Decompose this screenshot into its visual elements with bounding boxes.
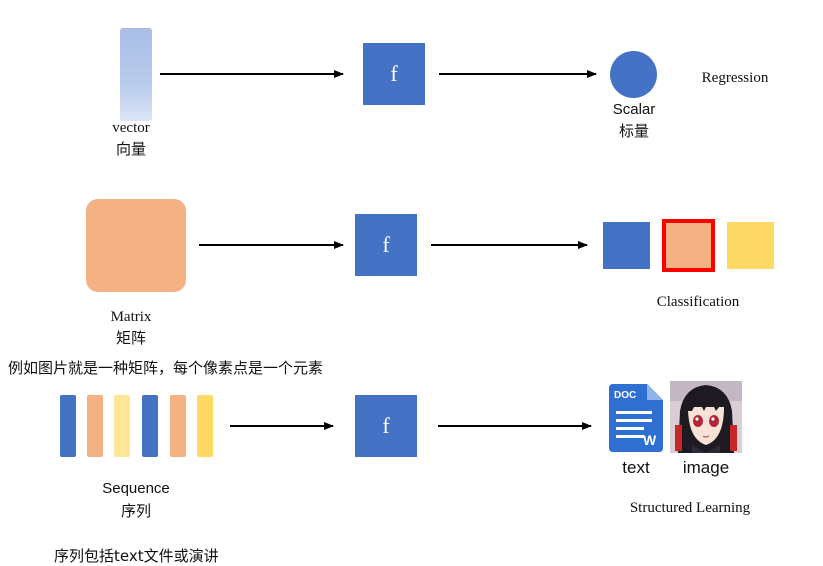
function-label: f xyxy=(390,61,398,86)
classification-label: Classification xyxy=(656,294,740,310)
scalar-label-cn: 标量 xyxy=(618,122,649,140)
scalar-label: Scalar xyxy=(612,101,656,118)
vector-label-cn: 向量 xyxy=(115,140,146,158)
sequence-element xyxy=(114,395,130,457)
matrix-note: 例如图片就是一种矩阵，每个像素点是一个元素 xyxy=(8,359,324,377)
sequence-element xyxy=(60,395,76,457)
document-icon: DOC W xyxy=(609,384,663,452)
class-option-orange-selected xyxy=(662,219,715,272)
class-option-blue xyxy=(603,222,650,269)
anime-portrait-image xyxy=(670,381,742,453)
function-box-row1: f xyxy=(363,43,425,105)
vector-shape xyxy=(120,28,152,121)
scalar-circle xyxy=(610,51,657,98)
function-label: f xyxy=(382,232,390,257)
sequence-element xyxy=(170,395,186,457)
function-box-row2: f xyxy=(355,214,417,276)
document-icon-letter: W xyxy=(643,432,657,448)
structured-learning-label: Structured Learning xyxy=(629,500,751,516)
sequence-element xyxy=(197,395,213,457)
function-box-row3: f xyxy=(355,395,417,457)
matrix-label: Matrix xyxy=(110,309,152,325)
sequence-label-cn: 序列 xyxy=(120,502,151,520)
regression-label: Regression xyxy=(701,70,769,86)
document-icon-text: DOC xyxy=(614,390,636,401)
sequence-element xyxy=(142,395,158,457)
matrix-shape xyxy=(86,199,186,292)
text-output-label: text xyxy=(622,458,650,477)
vector-label: vector xyxy=(112,120,150,136)
image-output-label: image xyxy=(682,458,730,477)
sequence-note: 序列包括text文件或演讲 xyxy=(54,547,219,565)
sequence-element xyxy=(87,395,103,457)
sequence-shape xyxy=(60,395,214,457)
function-label: f xyxy=(382,413,390,438)
matrix-label-cn: 矩阵 xyxy=(115,329,146,347)
sequence-label: Sequence xyxy=(102,480,170,497)
class-option-yellow xyxy=(727,222,774,269)
